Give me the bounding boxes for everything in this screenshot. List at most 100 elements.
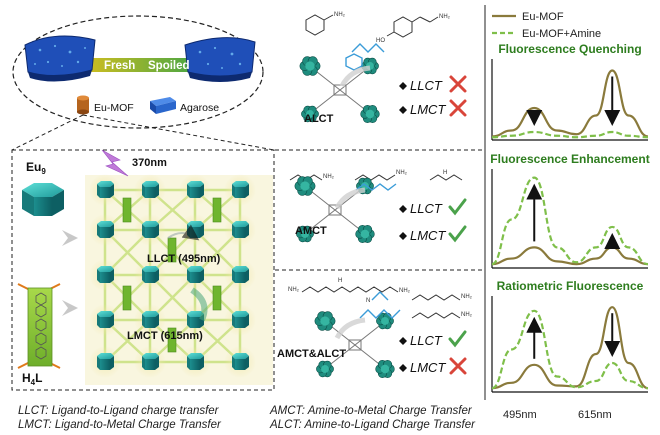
diamond-bullet-icon <box>399 205 407 213</box>
framework-ligand <box>167 237 177 263</box>
mechanism-1-lmct-row: LMCT <box>399 99 467 117</box>
eu9-node <box>224 259 256 291</box>
framework-ligand <box>212 197 222 223</box>
eu-cluster-icon <box>299 56 321 76</box>
spectrum-title-2: Fluorescence Enhancement <box>490 152 649 166</box>
amine3-h-label: H <box>443 170 447 176</box>
eu9-node <box>89 259 121 291</box>
series-eumof-line <box>491 306 649 390</box>
fresh-label: Fresh <box>104 60 135 72</box>
framework-ligand <box>122 197 132 223</box>
eumof-cylinder-icon <box>77 95 89 115</box>
bound-indole-highlight <box>345 53 363 71</box>
mechanism-1-llct-row: LLCT <box>399 75 467 93</box>
framework-ligand <box>122 285 132 311</box>
bound-amine-highlight <box>355 183 397 191</box>
lmct-emission-label: LMCT (615nm) <box>127 330 203 342</box>
pentanediamine-nh2-2: NH₂ <box>461 312 473 318</box>
caption-lmct: LMCT: Ligand-to-Metal Charge Transfer <box>18 419 221 431</box>
eu9-node <box>224 346 256 378</box>
series-eumof-amine-line <box>491 130 649 139</box>
legend-eumof-amine: Eu-MOF+Amine <box>522 28 601 40</box>
eu-cluster-icon <box>376 312 394 330</box>
mechanism-3-name: AMCT&ALCT <box>277 348 346 360</box>
diamond-bullet-icon <box>399 82 407 90</box>
mechanism-1-lmct-label: LMCT <box>410 102 446 117</box>
mechanism-1-name: ALCT <box>304 113 334 125</box>
spectrum-title-3: Ratiometric Fluorescence <box>497 279 644 293</box>
cross-icon <box>449 99 467 117</box>
amine-approach-arrow <box>339 65 371 88</box>
eu9-node <box>89 214 121 246</box>
eu-cluster-icon <box>355 225 375 243</box>
tyramine-ho-label: HO <box>376 38 385 44</box>
mechanism-3-lmct-label: LMCT <box>410 360 446 375</box>
check-icon <box>448 198 467 216</box>
eu9-node <box>134 214 166 246</box>
mechanism-3-llct-label: LLCT <box>410 333 443 348</box>
spoiled-film-icon <box>184 37 256 82</box>
polyamine-nh2-left: NH₂ <box>288 287 300 293</box>
eumof-legend-label: Eu-MOF <box>94 102 134 114</box>
aniline-molecule <box>305 14 334 36</box>
xtick-495nm: 495nm <box>503 409 537 421</box>
amct-alct-complex <box>326 322 384 368</box>
fresh-film-icon <box>24 35 96 82</box>
mechanism-2-llct-row: LLCT <box>399 198 467 216</box>
framework-ligand <box>212 285 222 311</box>
bound-polyamine-branch <box>371 291 389 301</box>
check-icon <box>448 330 467 348</box>
tyramine-nh2-label: NH₂ <box>439 14 451 20</box>
caption-amct: AMCT: Amine-to-Metal Charge Transfer <box>270 405 472 417</box>
llct-curved-arrow <box>167 224 200 241</box>
bound-tryptamine-highlight <box>351 43 385 53</box>
eu-cluster-icon <box>316 360 334 378</box>
mof-structure-panel <box>11 149 275 391</box>
eu9-node <box>134 259 166 291</box>
polyamine-nh2-right: NH₂ <box>399 288 411 294</box>
bound-polyamine-highlight <box>359 309 401 319</box>
series-eumof-amine-line <box>491 176 649 266</box>
pentanediamine-nh2-1: NH₂ <box>461 294 473 300</box>
eu9-node <box>134 346 166 378</box>
zoom-line-right <box>82 114 275 151</box>
polyamine-h-label: H <box>338 278 342 284</box>
eu9-node <box>179 259 211 291</box>
spoiled-label: Spoiled <box>148 60 190 72</box>
caption-alct: ALCT: Amine-to-Ligand Charge Transfer <box>270 419 475 431</box>
alct-complex <box>311 67 369 113</box>
eu9-node <box>134 304 166 336</box>
mechanism-3-lmct-row: LMCT <box>399 357 467 375</box>
framework-ligand <box>167 327 177 353</box>
series-eumof-amine-line <box>491 309 649 390</box>
amine1-nh2-label: NH₂ <box>323 174 335 180</box>
series-eumof-line <box>491 69 649 138</box>
amine2-nh2-label: NH₂ <box>396 170 408 176</box>
excitation-label: 370nm <box>132 157 167 169</box>
eu9-node <box>89 346 121 378</box>
spectra-legend: Eu-MOF Eu-MOF+Amine <box>492 11 601 40</box>
diamond-bullet-icon <box>399 232 407 240</box>
diamond-bullet-icon <box>399 106 407 114</box>
arrow-ligand-to-framework <box>62 300 78 316</box>
agarose-block-icon <box>150 97 176 114</box>
cross-icon <box>449 357 467 375</box>
eu-cluster-icon <box>301 105 319 123</box>
mechanism-2-lmct-row: LMCT <box>399 225 467 243</box>
eu9-label: Eu9 <box>26 160 46 176</box>
eu9-node <box>179 174 211 206</box>
eu9-node <box>224 304 256 336</box>
eu-cluster-icon <box>296 225 314 243</box>
mof-framework <box>85 174 273 385</box>
eu-cluster-icon <box>360 105 380 123</box>
eu9-node <box>224 214 256 246</box>
polyamine-n-label: N <box>366 298 370 304</box>
sensor-ellipse: Fresh Spoiled Eu-MOF Agarose <box>12 15 264 129</box>
caption-llct: LLCT: Ligand-to-Ligand charge transfer <box>18 405 219 417</box>
eu9-node <box>134 174 166 206</box>
mechanism-2-lmct-label: LMCT <box>410 228 446 243</box>
linear-amines <box>289 174 463 181</box>
agarose-legend-label: Agarose <box>180 102 219 114</box>
spectrum-panel-3: Ratiometric Fluorescence <box>491 279 649 393</box>
